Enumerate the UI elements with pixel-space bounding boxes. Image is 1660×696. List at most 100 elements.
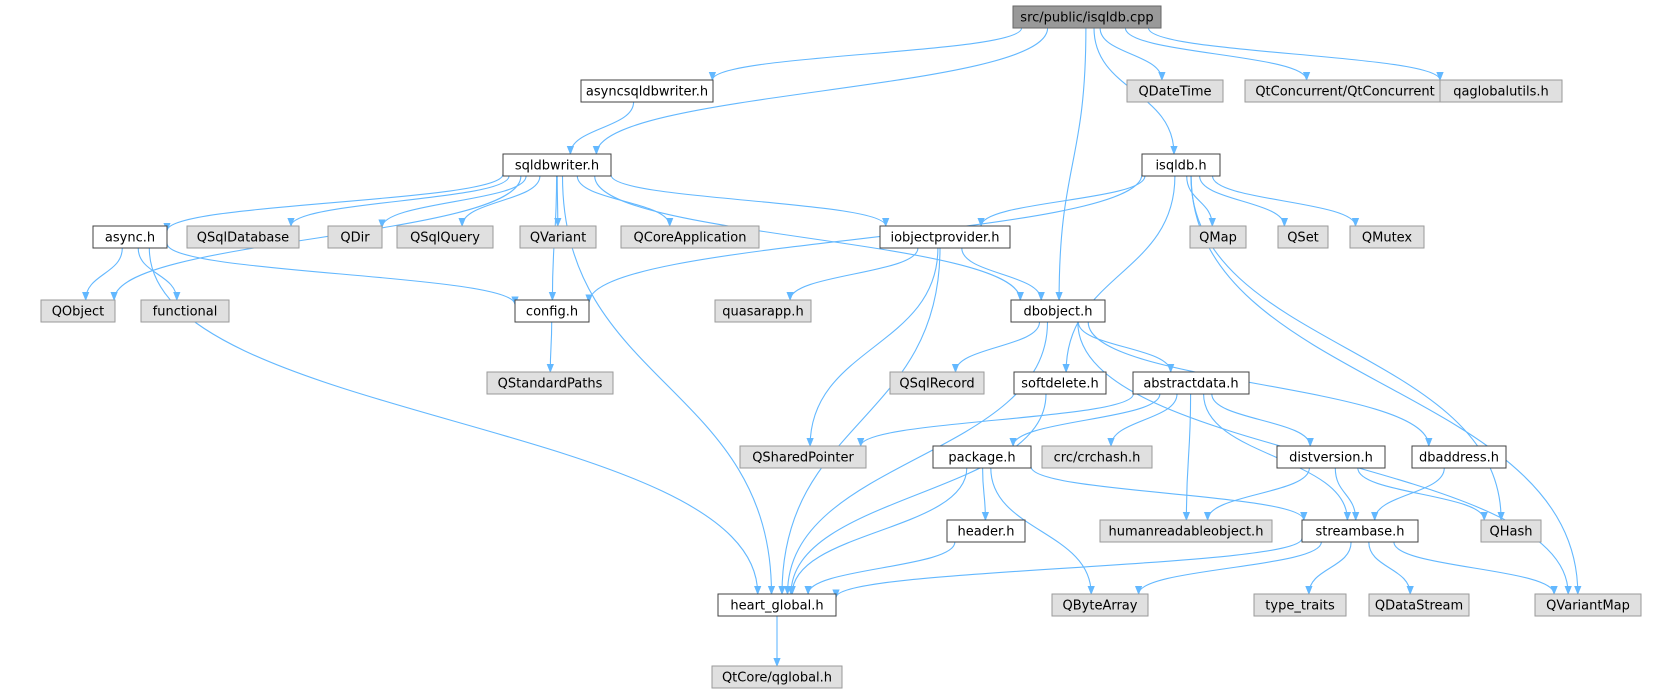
node-box-qaglobalutils [1439, 79, 1563, 103]
node-qaglobalutils: qaglobalutils.h [1439, 79, 1563, 103]
edge-package-to-header [983, 467, 986, 520]
node-box-heartglobal [717, 593, 837, 617]
edge-sqldbwriter-to-qsqldatabase [291, 175, 510, 227]
node-qtconcurrent: QtConcurrent/QtConcurrent [1244, 79, 1446, 103]
node-box-qdatastream [1368, 593, 1470, 617]
node-box-qglobal [711, 665, 843, 689]
node-box-dbobject [1010, 299, 1106, 323]
node-label-qbytearray: QByteArray [1063, 599, 1138, 614]
edge-async-to-heartglobal [148, 247, 757, 594]
node-label-config: config.h [526, 305, 578, 320]
node-box-functional [140, 299, 230, 323]
node-box-qdatetime [1126, 79, 1224, 103]
node-qsqlquery: QSqlQuery [396, 225, 494, 249]
node-box-streambase [1301, 519, 1419, 543]
node-async[interactable]: async.h [92, 225, 168, 249]
edge-dbobject-to-dbaddress [1087, 321, 1429, 446]
edge-iobjectprovider-to-quasarapp [790, 247, 919, 301]
node-package[interactable]: package.h [932, 445, 1032, 469]
node-box-root [1012, 5, 1162, 29]
node-label-crchash: crc/crchash.h [1054, 451, 1141, 466]
node-softdelete[interactable]: softdelete.h [1013, 371, 1107, 395]
node-box-qsqldatabase [186, 225, 300, 249]
node-asyncsqldbwriter[interactable]: asyncsqldbwriter.h [580, 79, 714, 103]
edge-config-to-qstandardpaths [550, 321, 551, 372]
node-label-qvariant: QVariant [530, 231, 586, 246]
node-box-distversion [1276, 445, 1386, 469]
node-qmutex: QMutex [1349, 225, 1425, 249]
node-box-iobjectprovider [879, 225, 1011, 249]
edge-abstractdata-to-humanreadable [1186, 393, 1192, 520]
node-quasarapp: quasarapp.h [714, 299, 812, 323]
node-label-async: async.h [105, 231, 155, 246]
node-abstractdata[interactable]: abstractdata.h [1132, 371, 1250, 395]
node-box-qvariantmap [1534, 593, 1642, 617]
node-label-qstandardpaths: QStandardPaths [498, 377, 603, 392]
node-header[interactable]: header.h [946, 519, 1026, 543]
node-label-qset: QSet [1287, 231, 1319, 246]
edge-streambase-to-qdatastream [1368, 541, 1410, 595]
node-label-dbaddress: dbaddress.h [1419, 451, 1499, 466]
node-label-header: header.h [958, 525, 1015, 540]
edge-isqldb-to-softdelete [1066, 175, 1176, 372]
node-box-quasarapp [714, 299, 812, 323]
edge-sqldbwriter-to-qdir [382, 175, 527, 228]
edge-iobjectprovider-to-dbobject [961, 247, 1041, 301]
node-box-async [92, 225, 168, 249]
edge-iobjectprovider-to-heartglobal [782, 247, 941, 594]
edge-distversion-to-streambase [1334, 467, 1355, 520]
node-label-qsqlrecord: QSqlRecord [899, 377, 974, 392]
node-box-qsqlrecord [889, 371, 985, 395]
node-label-isqldb: isqldb.h [1155, 159, 1206, 174]
node-box-qset [1277, 225, 1329, 249]
node-label-iobjectprovider: iobjectprovider.h [890, 231, 999, 246]
node-dbaddress[interactable]: dbaddress.h [1411, 445, 1507, 469]
node-qmap: QMap [1189, 225, 1247, 249]
node-root[interactable]: src/public/isqldb.cpp [1012, 5, 1162, 29]
node-qobject: QObject [40, 299, 116, 323]
node-box-isqldb [1141, 153, 1221, 177]
node-qvariant: QVariant [519, 225, 597, 249]
node-config[interactable]: config.h [514, 299, 590, 323]
node-distversion[interactable]: distversion.h [1276, 445, 1386, 469]
node-heartglobal[interactable]: heart_global.h [717, 593, 837, 617]
edge-streambase-to-qbytearray [1139, 541, 1322, 595]
node-label-streambase: streambase.h [1316, 525, 1405, 540]
node-isqldb[interactable]: isqldb.h [1141, 153, 1221, 177]
node-box-humanreadable [1099, 519, 1273, 543]
edge-sqldbwriter-to-qsqlquery [462, 175, 541, 227]
node-label-qhash: QHash [1490, 525, 1533, 540]
node-sqldbwriter[interactable]: sqldbwriter.h [502, 153, 612, 177]
edge-isqldb-to-qmutex [1211, 175, 1356, 227]
edge-sqldbwriter-to-qobject [114, 175, 522, 300]
node-box-header [946, 519, 1026, 543]
node-iobjectprovider[interactable]: iobjectprovider.h [879, 225, 1011, 249]
node-box-sqldbwriter [502, 153, 612, 177]
node-streambase[interactable]: streambase.h [1301, 519, 1419, 543]
node-box-qmutex [1349, 225, 1425, 249]
edge-sqldbwriter-to-qvariant [557, 175, 558, 226]
node-qcoreapplication: QCoreApplication [620, 225, 760, 249]
node-box-crchash [1041, 445, 1153, 469]
node-box-qmap [1189, 225, 1247, 249]
edge-distversion-to-qhash [1357, 467, 1484, 521]
node-box-asyncsqldbwriter [580, 79, 714, 103]
node-box-qbytearray [1051, 593, 1149, 617]
node-label-heartglobal: heart_global.h [730, 599, 823, 614]
node-box-qstandardpaths [486, 371, 614, 395]
node-label-distversion: distversion.h [1289, 451, 1373, 466]
edge-sqldbwriter-to-heartglobal [561, 175, 772, 594]
node-box-qobject [40, 299, 116, 323]
node-qdatetime: QDateTime [1126, 79, 1224, 103]
edge-abstractdata-to-package [1013, 393, 1161, 447]
edge-streambase-to-qvariantmap [1393, 541, 1554, 595]
node-qsqldatabase: QSqlDatabase [186, 225, 300, 249]
node-qset: QSet [1277, 225, 1329, 249]
node-functional: functional [140, 299, 230, 323]
node-crchash: crc/crchash.h [1041, 445, 1153, 469]
node-dbobject[interactable]: dbobject.h [1010, 299, 1106, 323]
edge-dbobject-to-qsqlrecord [956, 321, 1041, 373]
node-qbytearray: QByteArray [1051, 593, 1149, 617]
node-box-qvariant [519, 225, 597, 249]
